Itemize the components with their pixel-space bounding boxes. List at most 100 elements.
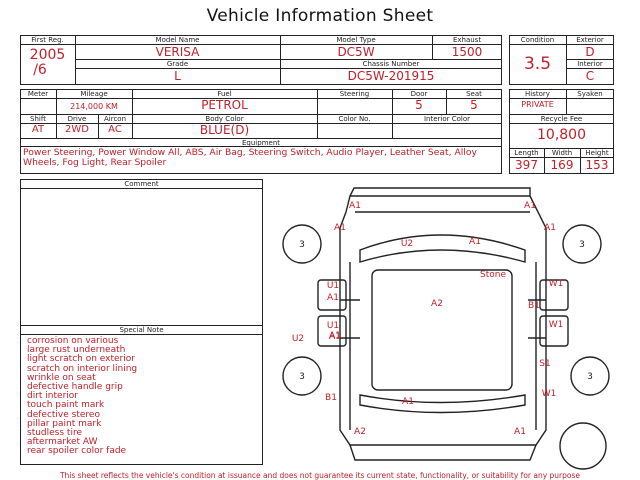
shift-label: Shift	[30, 115, 46, 123]
divider	[392, 114, 393, 138]
divider	[566, 68, 614, 69]
special-note-item: large rust underneath	[27, 345, 126, 356]
damage-mark: 3	[587, 372, 593, 382]
special-note-item: light scratch on exterior	[27, 354, 135, 365]
width-value: 169	[550, 158, 574, 172]
equipment-label: Equipment	[242, 139, 280, 147]
fuel-value: PETROL	[201, 98, 248, 112]
divider	[566, 59, 614, 60]
exhaust-label: Exhaust	[452, 36, 482, 44]
history-label: History	[525, 90, 550, 98]
divider	[509, 114, 614, 115]
divider	[20, 114, 502, 115]
grade-label: Grade	[166, 60, 189, 68]
special-note-item: studless tire	[27, 428, 82, 439]
condition-box	[509, 35, 614, 85]
wheel-front-left	[282, 224, 322, 264]
damage-mark: A2	[354, 427, 366, 437]
interior-label: Interior	[577, 60, 603, 68]
special-note-item: scratch on interior lining	[27, 363, 138, 374]
width-label: Width	[551, 149, 573, 157]
right-door-line	[528, 262, 546, 430]
divider	[132, 114, 133, 138]
chassis-number-label: Chassis Number	[362, 60, 420, 68]
damage-mark: Stone	[480, 270, 506, 280]
history-box	[509, 89, 614, 174]
divider	[56, 89, 57, 114]
damage-mark: A1	[402, 397, 414, 407]
steering-label: Steering	[339, 90, 370, 98]
spare-wheel	[559, 422, 607, 470]
disclaimer-footer: This sheet reflects the vehicle's condit…	[59, 471, 581, 480]
divider	[566, 35, 567, 85]
model-type-label: Model Type	[336, 36, 376, 44]
aircon-label: Aircon	[103, 115, 127, 123]
divider	[509, 148, 614, 149]
damage-mark: A2	[431, 299, 443, 309]
damage-mark: A1	[469, 237, 481, 247]
condition-value: 3.5	[523, 54, 552, 74]
window-right-rear	[539, 315, 569, 347]
model-name-value: VERISA	[155, 45, 200, 59]
left-door-line	[340, 262, 360, 430]
special-note-item: aftermarket AW	[27, 437, 98, 448]
first-reg-month: /6	[33, 62, 47, 78]
special-note-item: dirt interior	[27, 391, 78, 402]
syaken-label: Syaken	[577, 90, 603, 98]
height-label: Height	[585, 149, 609, 157]
damage-mark: U1	[327, 321, 339, 331]
damage-mark: A1	[329, 332, 341, 342]
divider	[392, 89, 393, 114]
divider	[20, 334, 263, 335]
chassis-number-value: DC5W-201915	[347, 69, 435, 83]
divider	[20, 325, 263, 326]
history-value: PRIVATE	[521, 100, 554, 109]
divider	[75, 35, 76, 85]
comment-box	[20, 179, 263, 465]
wheel-rear-left	[282, 356, 322, 396]
roof-panel	[371, 269, 513, 391]
special-note-item: rear spoiler color fade	[27, 446, 127, 457]
damage-mark: A1	[349, 201, 361, 211]
car-body-outline	[339, 195, 547, 446]
recycle-fee-value: 10,800	[537, 127, 586, 143]
damage-mark: U1	[327, 281, 339, 291]
meter-label: Meter	[27, 90, 49, 98]
divider	[132, 89, 133, 114]
divider	[75, 68, 502, 69]
damage-mark: A1	[334, 223, 346, 233]
body-color-label: Body Color	[205, 115, 244, 123]
mileage-label: Mileage	[80, 90, 108, 98]
damage-mark: 3	[299, 240, 305, 250]
damage-mark: U2	[401, 239, 413, 249]
length-value: 397	[515, 158, 538, 172]
divider	[566, 89, 567, 114]
divider	[580, 148, 581, 174]
special-note-item: pillar paint mark	[27, 418, 102, 429]
equipment-box	[20, 146, 502, 174]
body-color-value: BLUE(D)	[199, 123, 250, 137]
wheel-rear-right	[570, 356, 610, 396]
aircon-value: AC	[108, 124, 122, 135]
special-note-label: Special Note	[119, 326, 164, 334]
special-note-item: wrinkle on seat	[27, 372, 96, 383]
divider	[280, 35, 281, 85]
exterior-label: Exterior	[576, 36, 604, 44]
drive-label: Drive	[67, 115, 87, 123]
equipment-value: Power Steering, Power Window All, ABS, A…	[23, 147, 477, 168]
door-value: 5	[415, 98, 423, 112]
divider	[509, 44, 614, 45]
door-label: Door	[410, 90, 428, 98]
model-type-value: DC5W	[337, 45, 375, 59]
exhaust-value: 1500	[451, 45, 483, 59]
divider	[544, 148, 545, 174]
divider	[20, 44, 75, 45]
specs-box	[20, 89, 502, 147]
damage-mark: 3	[579, 240, 585, 250]
damage-mark: A1	[327, 293, 339, 303]
damage-mark: W1	[549, 279, 564, 289]
condition-label: Condition	[520, 36, 555, 44]
divider	[75, 59, 502, 60]
